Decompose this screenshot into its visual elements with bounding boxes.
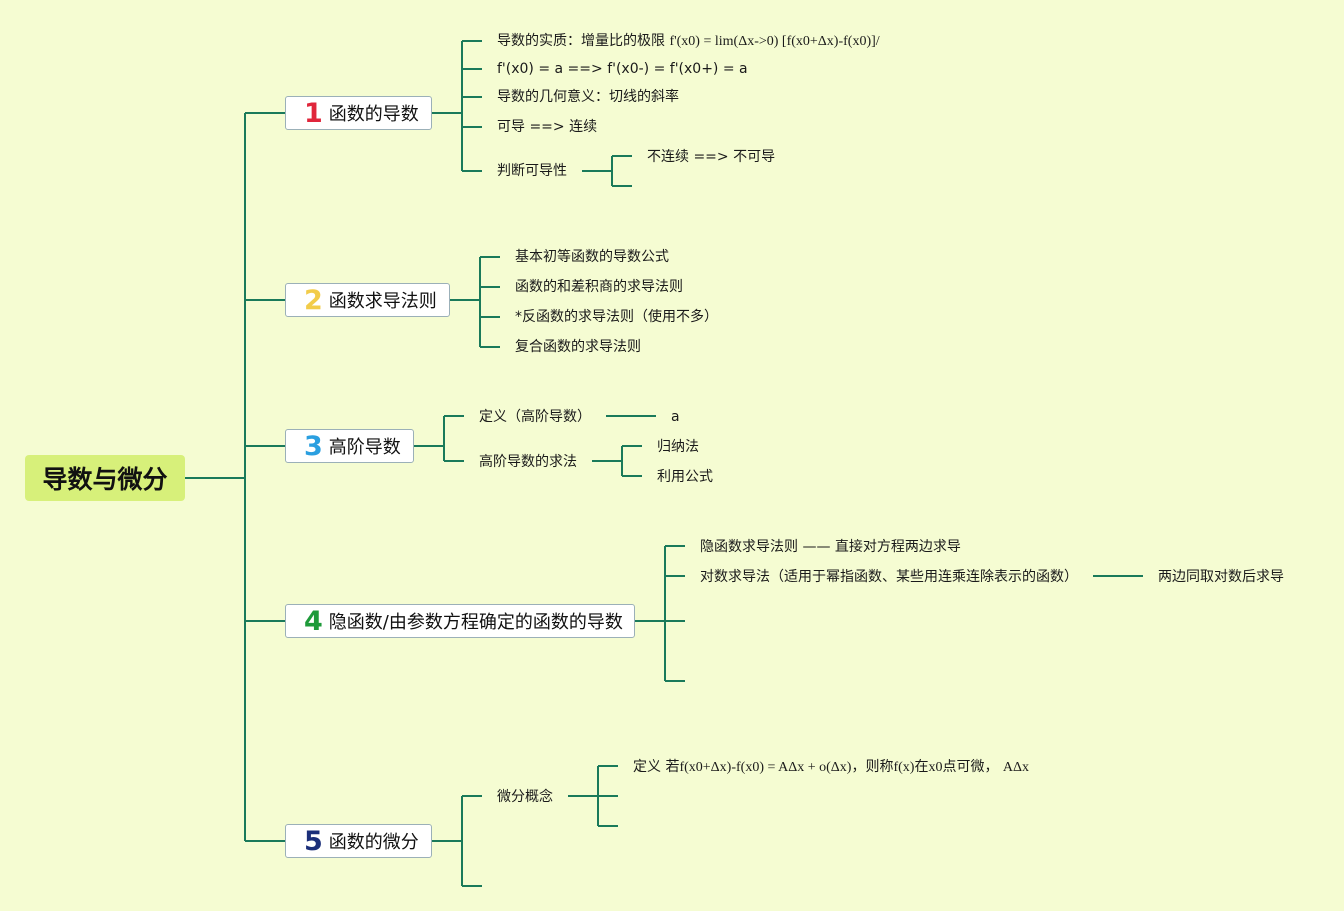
definition-adx: AΔx (1002, 760, 1030, 775)
node-derivative-essence[interactable]: 导数的实质：增量比的极限 f'(x0) = lim(Δx->0) [f(x0+Δ… (497, 32, 880, 51)
branch-1-node[interactable]: 1 函数的导数 (285, 96, 432, 130)
branch-5-label: 函数的微分 (328, 832, 419, 853)
essence-text: 导数的实质：增量比的极限 (497, 33, 670, 49)
branch-5-node[interactable]: 5 函数的微分 (285, 824, 432, 858)
node-implicit-rule[interactable]: 隐函数求导法则 —— 直接对方程两边求导 (700, 539, 961, 555)
node-use-formulas[interactable]: 利用公式 (657, 469, 713, 485)
node-higher-order-methods[interactable]: 高阶导数的求法 (479, 454, 577, 470)
definition-mid: ，则称 (851, 759, 894, 775)
node-discontinuous-not-differentiable[interactable]: 不连续 ==> 不可导 (647, 149, 776, 165)
essence-formula: f'(x0) = lim(Δx->0) [f(x0+Δx)-f(x0)]/ (669, 34, 880, 49)
definition-tail: 点可微， (942, 759, 1003, 775)
node-inverse-function-rule[interactable]: *反函数的求导法则（使用不多） (515, 309, 718, 325)
node-differential-concept[interactable]: 微分概念 (497, 789, 553, 805)
node-arithmetic-rules[interactable]: 函数的和差积商的求导法则 (515, 279, 683, 295)
node-definition-child[interactable]: a (671, 409, 680, 425)
branch-3-label: 高阶导数 (328, 437, 401, 458)
number-4-icon: 4 (304, 605, 323, 637)
node-induction[interactable]: 归纳法 (657, 439, 699, 455)
node-take-log-both-sides[interactable]: 两边同取对数后求导 (1158, 569, 1284, 585)
definition-formula: f(x0+Δx)-f(x0) = AΔx + o(Δx) (679, 760, 852, 775)
node-geometric-meaning[interactable]: 导数的几何意义：切线的斜率 (497, 89, 679, 105)
node-higher-order-definition[interactable]: 定义（高阶导数） (479, 409, 591, 425)
node-differential-definition[interactable]: 定义 若f(x0+Δx)-f(x0) = AΔx + o(Δx)，则称f(x)在… (633, 758, 1029, 777)
node-chain-rule[interactable]: 复合函数的求导法则 (515, 339, 641, 355)
definition-prefix: 定义 若 (633, 759, 680, 775)
node-basic-formulas[interactable]: 基本初等函数的导数公式 (515, 249, 669, 265)
number-1-icon: 1 (304, 97, 323, 129)
definition-fx: f(x) (893, 760, 915, 775)
node-log-differentiation[interactable]: 对数求导法（适用于幂指函数、某些用连乘连除表示的函数） (700, 569, 1078, 585)
branch-2-label: 函数求导法则 (328, 291, 437, 312)
branch-4-node[interactable]: 4 隐函数/由参数方程确定的函数的导数 (285, 604, 635, 638)
node-differentiable-continuous[interactable]: 可导 ==> 连续 (497, 119, 598, 135)
root-topic[interactable]: 导数与微分 (25, 455, 185, 501)
number-2-icon: 2 (304, 284, 323, 316)
definition-mid2: 在 (914, 759, 929, 775)
root-title: 导数与微分 (42, 465, 168, 494)
branch-3-node[interactable]: 3 高阶导数 (285, 429, 414, 463)
number-5-icon: 5 (304, 825, 323, 857)
branch-4-label: 隐函数/由参数方程确定的函数的导数 (328, 612, 623, 633)
node-judge-differentiability[interactable]: 判断可导性 (497, 163, 567, 179)
node-one-sided-derivative[interactable]: f'(x0) = a ==> f'(x0-) = f'(x0+) = a (497, 61, 748, 77)
branch-1-label: 函数的导数 (328, 104, 419, 125)
number-3-icon: 3 (304, 430, 323, 462)
definition-x0: x0 (928, 760, 943, 775)
branch-2-node[interactable]: 2 函数求导法则 (285, 283, 450, 317)
